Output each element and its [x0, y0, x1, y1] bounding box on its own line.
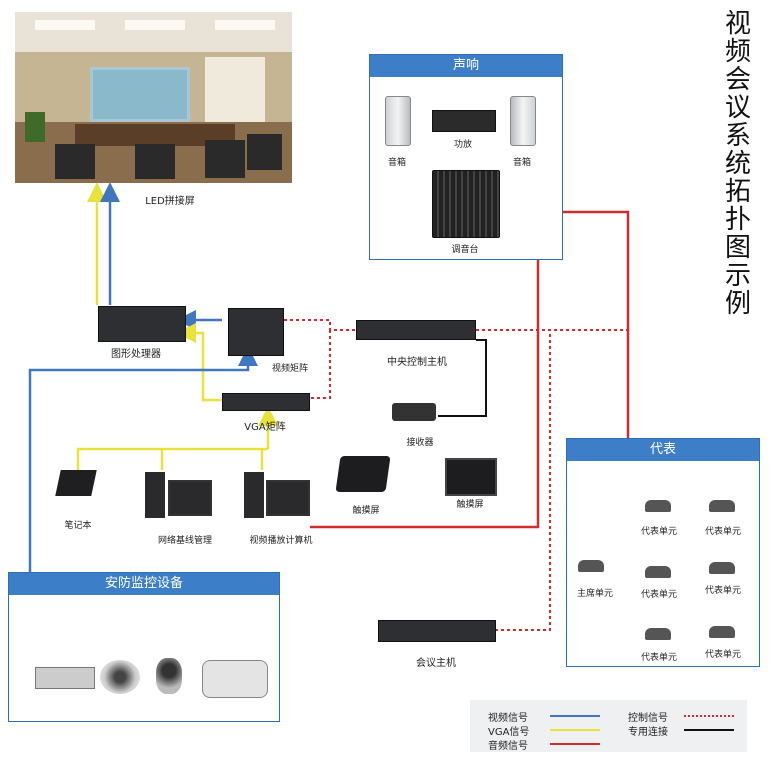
control-to-conference-host	[495, 330, 551, 631]
security-video-trunk	[28, 346, 258, 572]
conference-host-label: 会议主机	[416, 658, 456, 669]
conference-host-icon	[378, 620, 496, 642]
delegate-unit-label: 代表单元	[640, 590, 677, 600]
chairman-mic-icon	[578, 560, 604, 572]
legend-control-line	[684, 715, 734, 717]
computers-vga-bus	[76, 447, 268, 470]
receiver-label: 接收器	[406, 438, 434, 448]
title-char: 议	[724, 93, 751, 123]
vga-matrix-icon	[222, 393, 310, 411]
title-char: 示	[724, 261, 751, 291]
delegate-mic-icon	[645, 500, 671, 512]
legend-audio-label: 音频信号	[488, 741, 528, 752]
title-char: 统	[724, 149, 751, 179]
bullet-camera-icon	[202, 660, 268, 698]
legend-video-line	[550, 715, 600, 717]
amplifier-icon	[432, 110, 496, 132]
central-control-label: 中央控制主机	[387, 357, 447, 368]
legend-control-label: 控制信号	[628, 713, 668, 724]
video-matrix-icon	[228, 308, 284, 356]
control-to-vga-matrix	[310, 330, 331, 399]
receiver-icon	[392, 403, 436, 421]
touchscreen-1-icon	[335, 456, 391, 492]
laptop-icon	[55, 470, 97, 496]
speaker-left-icon	[385, 96, 411, 146]
delegate-mic-icon	[645, 566, 671, 578]
title-char: 频	[724, 37, 751, 67]
touchscreen-2-label: 触摸屏	[456, 500, 484, 510]
legend: 视频信号 VGA信号 音频信号 控制信号 专用连接	[470, 700, 747, 752]
speaker-left-label: 音箱	[387, 158, 406, 168]
diagram-title: 视频会议系统拓扑图示例	[718, 10, 758, 318]
box-camera-icon	[35, 667, 95, 689]
laptop-label: 笔记本	[64, 521, 92, 531]
vga-matrix-label: VGA矩阵	[244, 422, 286, 433]
video-matrix-label: 视频矩阵	[271, 364, 308, 374]
title-char: 视	[724, 9, 751, 39]
touchscreen-1-label: 触摸屏	[352, 506, 380, 516]
legend-video-label: 视频信号	[488, 713, 528, 724]
delegate-unit-label: 代表单元	[704, 650, 741, 660]
delegate-mic-icon	[709, 626, 735, 638]
vga-matrix-to-processor	[176, 323, 222, 402]
delegate-unit-label: 代表单元	[640, 653, 677, 663]
legend-dedicated-line	[684, 729, 734, 731]
central-control-icon	[356, 320, 476, 340]
receiver-dedicated-line	[438, 339, 487, 417]
title-char: 拓	[724, 177, 751, 207]
ball-camera-icon	[156, 658, 182, 694]
delegate-mic-icon	[645, 628, 671, 640]
chairman-unit-label: 主席单元	[576, 589, 613, 599]
title-char: 会	[724, 65, 751, 95]
legend-vga-label: VGA信号	[488, 727, 530, 738]
security-panel: 安防监控设备	[8, 572, 280, 722]
delegate-unit-label: 代表单元	[640, 527, 677, 537]
title-char: 系	[724, 121, 751, 151]
network-pc-monitor-icon	[168, 480, 212, 516]
amplifier-label: 功放	[453, 140, 472, 150]
control-to-audio-delegate	[476, 329, 629, 438]
network-pc-label: 网络基线管理	[157, 536, 212, 546]
delegate-panel-header: 代表	[567, 439, 759, 461]
led-screen-label: LED拼接屏	[145, 196, 195, 207]
delegate-mic-icon	[709, 500, 735, 512]
control-to-video-matrix	[284, 319, 355, 331]
audio-panel-header: 声响	[370, 55, 562, 77]
title-char: 图	[724, 233, 751, 263]
mixer-icon	[432, 170, 500, 238]
video-pc-tower-icon	[244, 472, 264, 518]
network-pc-tower-icon	[145, 472, 165, 518]
mixer-label: 调音台	[451, 245, 479, 255]
video-pc-monitor-icon	[266, 480, 310, 516]
speaker-right-icon	[510, 96, 536, 146]
delegate-mic-icon	[709, 562, 735, 574]
dome-camera-icon	[100, 660, 140, 694]
legend-audio-line	[550, 743, 600, 745]
graphics-processor-icon	[98, 306, 186, 342]
title-char: 扑	[724, 205, 751, 235]
touchscreen-2-icon	[445, 458, 497, 496]
title-char: 例	[724, 289, 751, 319]
legend-dedicated-label: 专用连接	[628, 727, 668, 738]
led-screen-image	[15, 12, 292, 183]
speaker-right-label: 音箱	[512, 158, 531, 168]
delegate-unit-label: 代表单元	[704, 527, 741, 537]
legend-vga-line	[550, 729, 600, 731]
delegate-unit-label: 代表单元	[704, 586, 741, 596]
graphics-processor-label: 图形处理器	[111, 349, 161, 360]
security-panel-header: 安防监控设备	[9, 573, 279, 595]
video-pc-label: 视频播放计算机	[249, 536, 313, 546]
